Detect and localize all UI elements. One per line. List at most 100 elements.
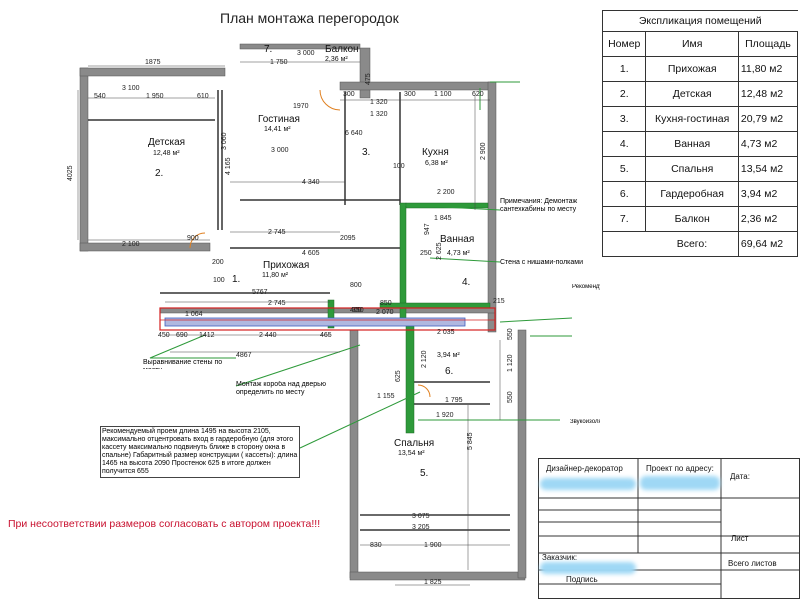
dimension-labels: 1875 3 100 540 1 950 610 4025 2 100 900 … xyxy=(67,50,514,586)
floor-plan: Детская 12,48 м² 2. Гостиная 14,41 м² Ку… xyxy=(67,43,600,586)
total-label: Всего: xyxy=(645,231,739,257)
svg-text:2 440: 2 440 xyxy=(259,332,277,339)
note-door-box: Монтаж короба над дверью определить по м… xyxy=(236,381,327,396)
project-label: Проект по адресу: xyxy=(646,464,714,473)
svg-text:540: 540 xyxy=(94,93,106,100)
svg-text:850: 850 xyxy=(380,300,392,307)
svg-text:2 070: 2 070 xyxy=(376,309,394,316)
svg-text:1 120: 1 120 xyxy=(507,354,514,372)
svg-text:300: 300 xyxy=(343,91,355,98)
outer-walls xyxy=(79,43,527,581)
svg-text:2 200: 2 200 xyxy=(437,189,455,196)
corridor-box xyxy=(159,307,496,331)
table-total-row: Всего: 69,64 м2 xyxy=(601,231,799,257)
svg-text:3 000: 3 000 xyxy=(271,147,289,154)
svg-text:400: 400 xyxy=(350,307,362,314)
room-area-children: 12,48 м² xyxy=(153,150,180,157)
svg-text:690: 690 xyxy=(176,332,188,339)
room-number-balcony: 7. xyxy=(264,44,272,55)
date-label: Дата: xyxy=(730,472,750,481)
svg-text:3 205: 3 205 xyxy=(412,524,430,531)
svg-text:1875: 1875 xyxy=(145,59,161,66)
svg-text:1 064: 1 064 xyxy=(185,311,203,318)
redacted-customer xyxy=(540,562,636,574)
sheets-total-label: Всего листов xyxy=(728,559,777,568)
table-row: 6. Гардеробная 3,94 м2 xyxy=(601,181,799,207)
svg-text:4 605: 4 605 xyxy=(302,250,320,257)
room-area-kitchen: 6,38 м² xyxy=(425,160,448,167)
room-number-bedroom: 5. xyxy=(420,468,428,479)
svg-text:947: 947 xyxy=(424,223,431,235)
svg-text:4025: 4025 xyxy=(67,165,74,181)
table-row: 3. Кухня-гостиная 20,79 м2 xyxy=(601,106,799,132)
note-shelf-wall: Стена с нишами-полками xyxy=(500,259,584,266)
designer-label: Дизайнер-декоратор xyxy=(546,464,623,473)
svg-text:830: 830 xyxy=(370,542,382,549)
svg-text:6 640: 6 640 xyxy=(345,130,363,137)
svg-text:350: 350 xyxy=(352,307,364,314)
explication-caption: Экспликация помещений xyxy=(602,10,798,32)
room-label-children: Детская xyxy=(148,137,185,148)
svg-text:3 060: 3 060 xyxy=(221,132,228,150)
svg-text:1 825: 1 825 xyxy=(424,579,442,586)
note-wall-align: Выравнивание стены по месту xyxy=(143,359,223,369)
header-name: Имя xyxy=(645,31,739,57)
svg-text:3 000: 3 000 xyxy=(297,50,315,57)
svg-text:100: 100 xyxy=(213,277,225,284)
room-label-kitchen: Кухня xyxy=(422,147,449,158)
svg-text:1 920: 1 920 xyxy=(436,412,454,419)
svg-text:1 950: 1 950 xyxy=(146,93,164,100)
svg-text:2 120: 2 120 xyxy=(421,350,428,368)
svg-text:2 900: 2 900 xyxy=(480,142,487,160)
svg-text:200: 200 xyxy=(212,259,224,266)
svg-text:3 075: 3 075 xyxy=(412,513,430,520)
room-area-hallway: 11,80 м² xyxy=(262,272,289,279)
svg-text:1 750: 1 750 xyxy=(270,59,288,66)
room-number-hallway: 1. xyxy=(232,274,240,285)
svg-text:3 100: 3 100 xyxy=(122,85,140,92)
svg-text:1 320: 1 320 xyxy=(370,111,388,118)
room-number-children: 2. xyxy=(155,168,163,179)
room-label-balcony: Балкон xyxy=(325,44,359,55)
svg-text:215: 215 xyxy=(493,298,505,305)
svg-text:1 795: 1 795 xyxy=(445,397,463,404)
svg-text:1 845: 1 845 xyxy=(434,215,452,222)
svg-text:1412: 1412 xyxy=(199,332,215,339)
dimension-lines xyxy=(77,61,510,586)
explication-table: Экспликация помещений Номер Имя Площадь … xyxy=(601,10,799,257)
room-label-bathroom: Ванная xyxy=(440,234,474,245)
plan-notes: Примечания: Демонтаж сантехкабины по мес… xyxy=(100,198,600,478)
svg-text:250: 250 xyxy=(420,250,432,257)
svg-text:4867: 4867 xyxy=(236,352,252,359)
door-arcs xyxy=(189,89,431,398)
title-block: Дизайнер-декоратор Проект по адресу: Дат… xyxy=(538,458,800,599)
total-value: 69,64 м2 xyxy=(737,231,799,257)
redacted-address xyxy=(640,476,720,490)
svg-text:4 340: 4 340 xyxy=(302,179,320,186)
room-number-kitchen: 3. xyxy=(362,147,370,158)
svg-text:2 100: 2 100 xyxy=(122,241,140,248)
room-number-wardrobe: 6. xyxy=(445,366,453,377)
svg-text:5767: 5767 xyxy=(252,289,268,296)
svg-text:1 155: 1 155 xyxy=(377,393,395,400)
sheet-label: Лист xyxy=(731,534,749,543)
note-demolition: Примечания: Демонтаж сантехкабины по мес… xyxy=(500,198,578,213)
table-row: 7. Балкон 2,36 м2 xyxy=(601,206,799,232)
redacted-designer xyxy=(540,478,636,490)
room-number-bathroom: 4. xyxy=(462,277,470,288)
svg-text:1 100: 1 100 xyxy=(434,91,452,98)
svg-text:1970: 1970 xyxy=(293,103,309,110)
svg-text:2 745: 2 745 xyxy=(268,229,286,236)
table-row: 4. Ванная 4,73 м2 xyxy=(601,131,799,157)
table-row: 5. Спальня 13,54 м2 xyxy=(601,156,799,182)
svg-text:100: 100 xyxy=(393,163,405,170)
header-area: Площадь xyxy=(737,31,799,57)
svg-text:550: 550 xyxy=(507,328,514,340)
room-area-wardrobe: 3,94 м² xyxy=(437,352,460,359)
svg-text:4 165: 4 165 xyxy=(225,157,232,175)
svg-text:2 035: 2 035 xyxy=(437,329,455,336)
svg-text:625: 625 xyxy=(395,370,402,382)
note-soundproofing: Звукоизоляция по 65 с двух сторон xyxy=(570,419,600,425)
room-label-living: Гостиная xyxy=(258,114,300,125)
svg-text:610: 610 xyxy=(197,93,209,100)
